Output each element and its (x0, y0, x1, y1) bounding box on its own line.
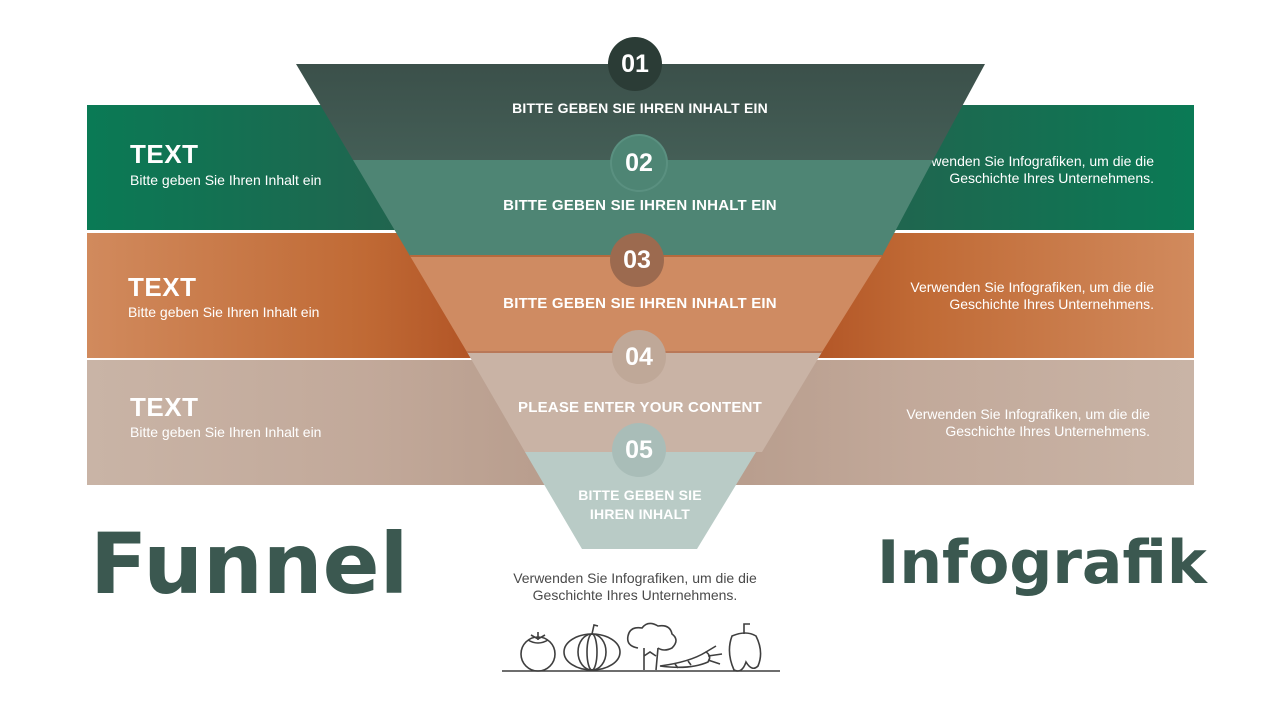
step-4-number: 04 (612, 330, 666, 384)
carrot-icon (659, 645, 723, 669)
title-funnel: Funnel (90, 515, 409, 613)
band-1-subtitle: Bitte geben Sie Ihren Inhalt ein (130, 172, 322, 188)
band-2-title: TEXT (128, 272, 197, 302)
step-5-label: BITTE GEBEN SIE IHREN INHALT (578, 487, 702, 522)
band-3-subtitle: Bitte geben Sie Ihren Inhalt ein (130, 424, 322, 440)
band-2-right-text: Verwenden Sie Infografiken, um die die G… (910, 279, 1154, 312)
funnel-segment-3 (410, 256, 882, 352)
step-5-number: 05 (612, 423, 666, 477)
band-2-subtitle: Bitte geben Sie Ihren Inhalt ein (128, 304, 320, 320)
pumpkin-icon (563, 624, 621, 671)
band-1-right-text: Verwenden Sie Infografiken, um die die G… (910, 153, 1154, 186)
step-2-label: BITTE GEBEN SIE IHREN INHALT EIN (503, 197, 777, 214)
funnel-segment-4 (467, 352, 822, 452)
step-4-label: PLEASE ENTER YOUR CONTENT (518, 399, 762, 416)
funnel-segment-5 (525, 452, 756, 549)
step-3-label: BITTE GEBEN SIE IHREN INHALT EIN (503, 295, 777, 312)
step-2-number: 02 (612, 136, 666, 190)
band-3-title: TEXT (130, 392, 199, 422)
pepper-icon (728, 623, 762, 672)
funnel-segment-2 (353, 160, 933, 256)
band-1-title: TEXT (130, 139, 199, 169)
bottom-caption: Verwenden Sie Infografiken, um die die G… (513, 570, 757, 603)
step-1-label: BITTE GEBEN SIE IHREN INHALT EIN (512, 100, 768, 116)
band-3-right-text: Verwenden Sie Infografiken, um die die G… (906, 406, 1150, 439)
funnel-segment-1 (296, 64, 985, 160)
step-1-number: 01 (608, 37, 662, 91)
title-infografik: Infografik (877, 528, 1207, 598)
tomato-icon (520, 632, 556, 672)
step-3-number: 03 (610, 233, 664, 287)
broccoli-icon (626, 622, 677, 671)
vegetable-icons (502, 622, 780, 672)
